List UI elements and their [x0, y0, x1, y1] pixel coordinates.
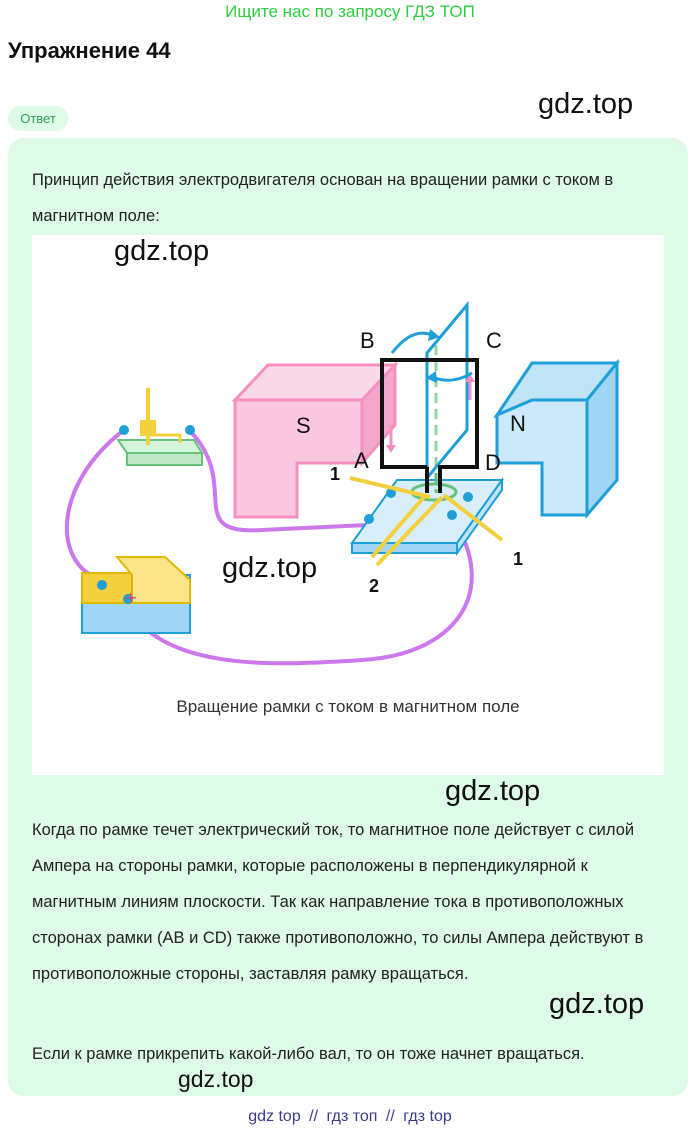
switch — [116, 388, 204, 466]
watermark: gdz.top — [178, 1066, 254, 1092]
label-2: 2 — [369, 576, 379, 596]
watermark: gdz.top — [114, 235, 210, 267]
label-n: N — [510, 411, 526, 436]
watermark: gdz.top — [445, 775, 541, 807]
label-d: D — [485, 450, 501, 475]
wire-left — [64, 428, 126, 582]
footer-link[interactable]: гдз top — [403, 1108, 452, 1125]
page-title: Упражнение 44 — [8, 38, 171, 63]
label-a: A — [354, 448, 369, 473]
search-banner: Ищите нас по запросу ГДЗ ТОП — [225, 2, 475, 21]
label-1-left: 1 — [330, 464, 340, 484]
current-frame — [380, 300, 479, 493]
svg-text:+: + — [124, 588, 137, 607]
explanation-paragraph: Когда по рамке течет электрический ток, … — [32, 821, 644, 983]
label-s: S — [296, 413, 311, 438]
figure-caption: Вращение рамки с током в магнитном поле — [176, 697, 520, 716]
label-c: C — [486, 328, 502, 353]
motor-diagram: + — [64, 300, 621, 666]
label-b: B — [360, 328, 375, 353]
watermark: gdz.top — [222, 552, 318, 584]
conclusion-paragraph: Если к рамке прикрепить какой-либо вал, … — [32, 1045, 585, 1063]
footer-separator: // — [385, 1108, 395, 1125]
magnet-south — [231, 361, 399, 519]
answer-badge[interactable]: Ответ — [8, 106, 68, 131]
motor-figure: + — [32, 235, 664, 775]
footer-link[interactable]: гдз топ — [326, 1108, 378, 1125]
watermark: gdz.top — [549, 988, 645, 1020]
footer-separator: // — [309, 1108, 319, 1125]
brushes — [349, 476, 504, 567]
footer-link[interactable]: gdz top — [248, 1108, 301, 1125]
footer-links: gdz top // гдз топ // гдз top — [0, 1108, 700, 1126]
wire-bottom — [120, 515, 474, 666]
watermark: gdz.top — [538, 88, 634, 120]
magnet-north — [492, 358, 621, 520]
answer-box: Принцип действия электродвигателя основа… — [8, 138, 688, 1096]
battery: + — [81, 556, 191, 634]
label-1-right: 1 — [513, 549, 523, 569]
intro-paragraph: Принцип действия электродвигателя основа… — [32, 171, 614, 225]
wire-mid — [188, 429, 368, 533]
